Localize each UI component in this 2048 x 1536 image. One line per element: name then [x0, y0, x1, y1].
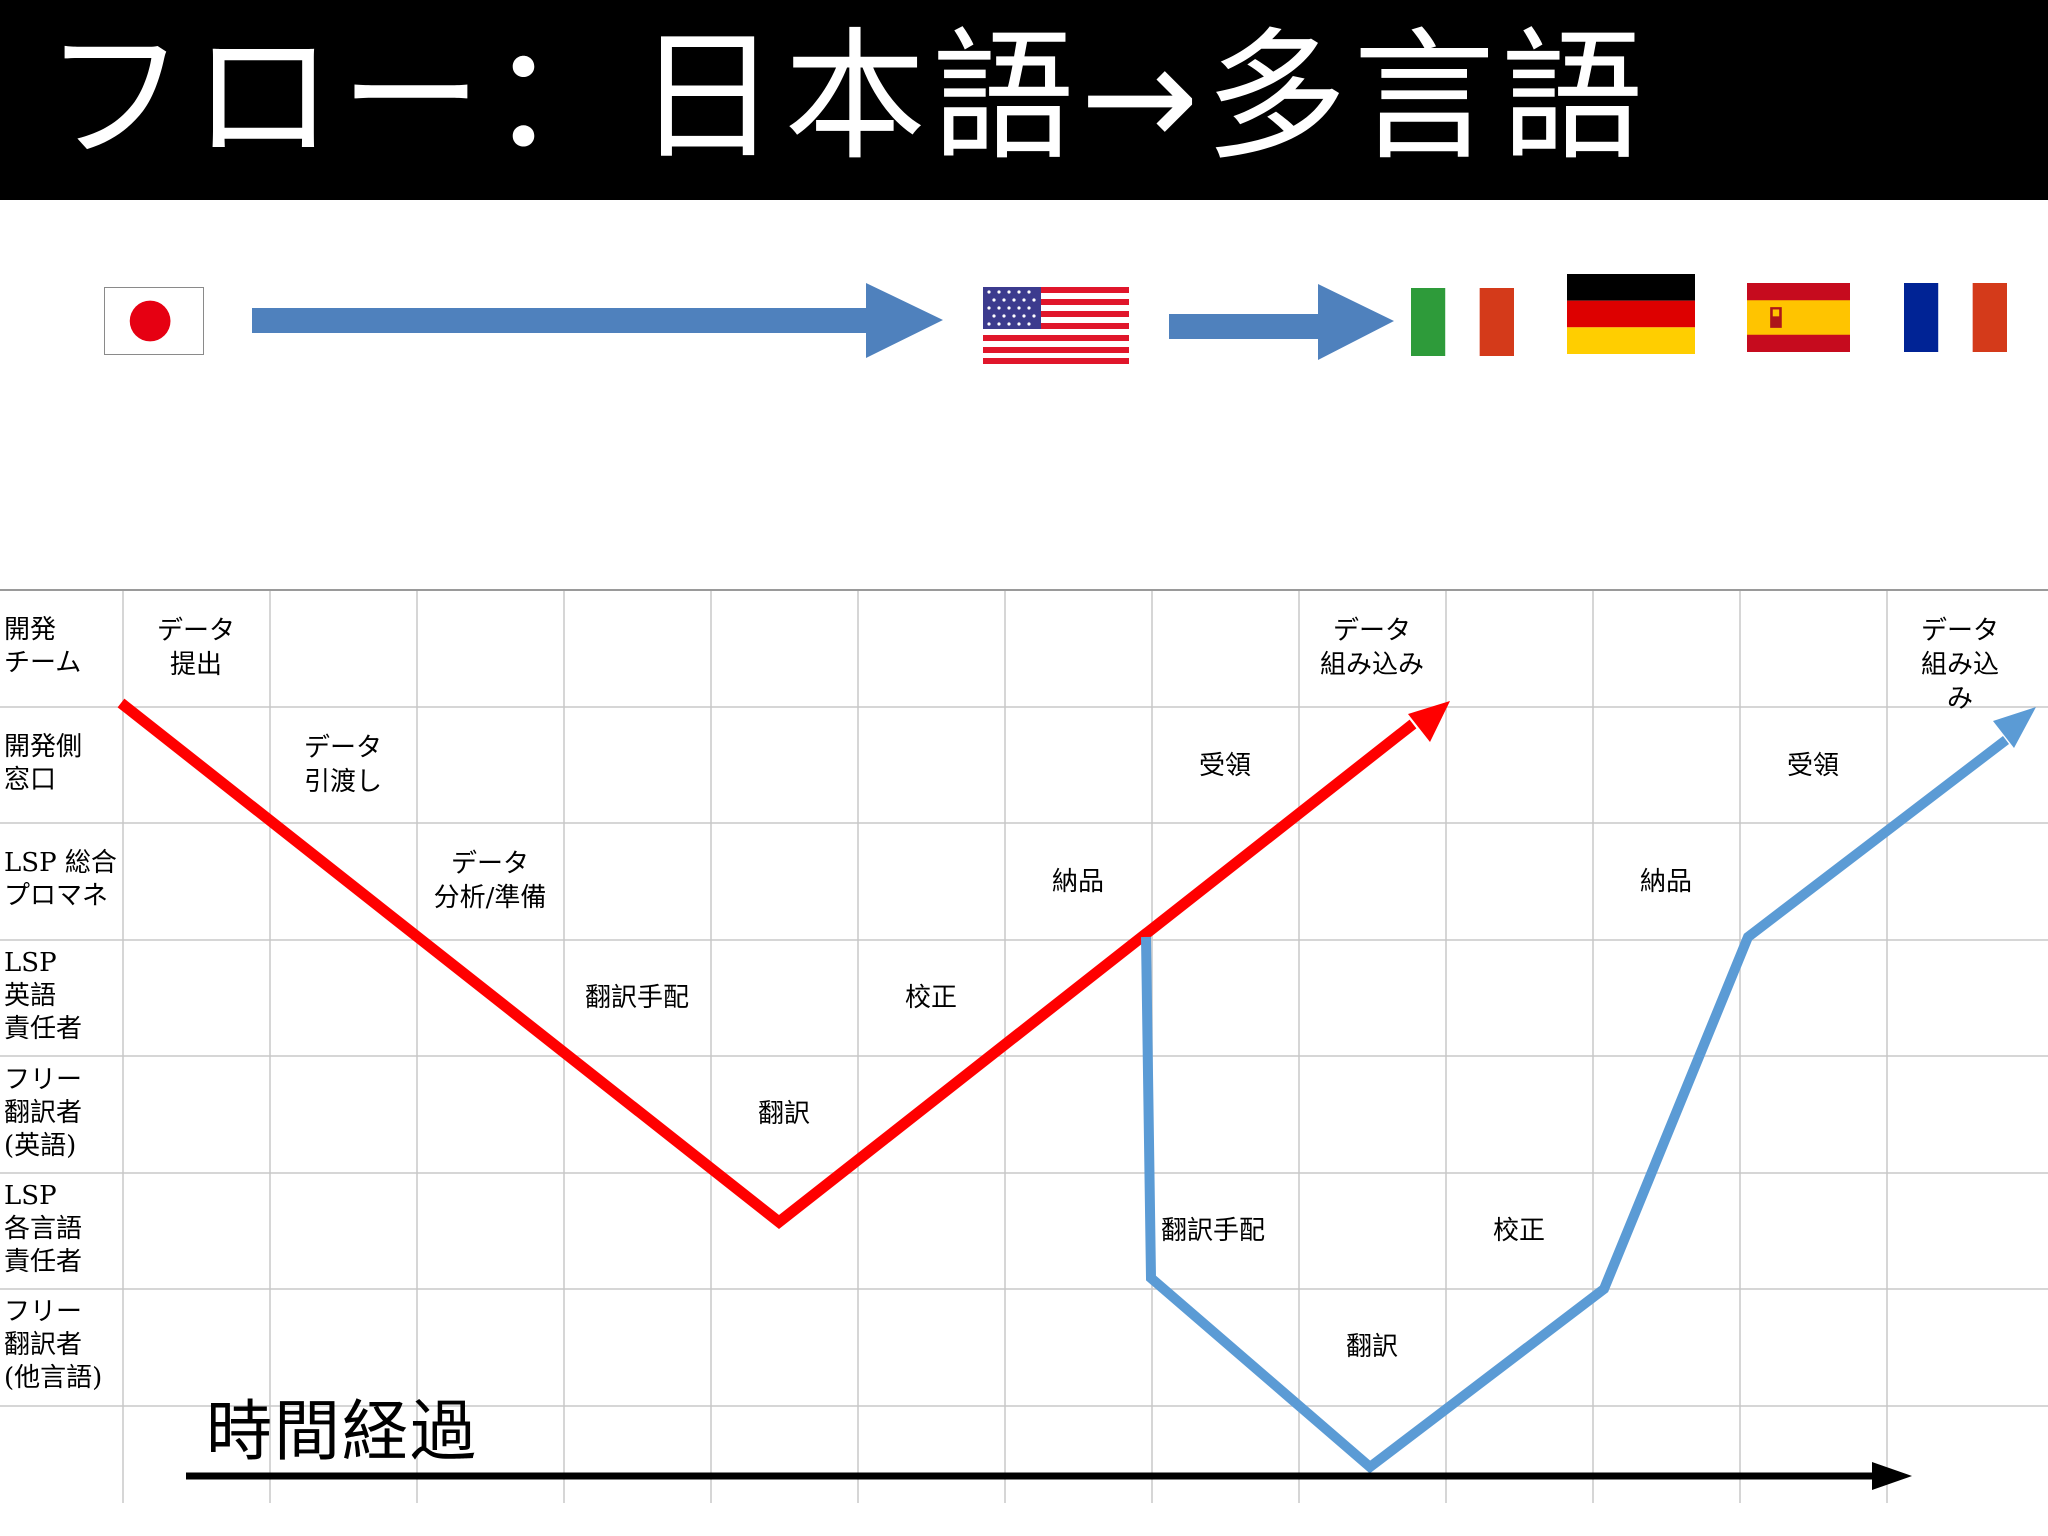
- row-label-dev-contact: 開発側 窓口: [4, 732, 83, 795]
- cell-translation-arrange-en: 翻訳手配: [584, 983, 690, 1013]
- flag-france-icon: [1904, 283, 2007, 352]
- process-grid: [0, 589, 2048, 1503]
- cell-proofread-en: 校正: [904, 983, 958, 1013]
- time-axis-label: 時間経過: [206, 1393, 478, 1470]
- cell-data-submit: データ 提出: [156, 616, 236, 680]
- cell-delivery-en: 納品: [1051, 867, 1105, 897]
- cell-translation-en: 翻訳: [757, 1099, 811, 1129]
- row-label-dev-team: 開発 チーム: [4, 615, 82, 678]
- arrow-english-to-languages-icon: [1169, 284, 1394, 360]
- flag-usa-icon: [983, 287, 1129, 364]
- cell-data-integration-multi: データ 組み込み: [1920, 616, 1999, 714]
- cell-proofread-multi: 校正: [1492, 1216, 1546, 1246]
- arrow-japan-to-english-icon: [252, 283, 943, 358]
- cell-delivery-multi: 納品: [1639, 867, 1693, 897]
- flag-japan-icon: [104, 287, 204, 355]
- row-label-lsp-language-lead: LSP 各言語 責任者: [4, 1181, 83, 1277]
- top-flow-arrows: [252, 283, 1394, 360]
- flag-germany-icon: [1567, 274, 1695, 354]
- cell-translation-multi: 翻訳: [1345, 1332, 1399, 1362]
- title-bar: フロー：日本語→多言語: [0, 0, 2048, 200]
- cell-data-integration-en: データ 組み込み: [1319, 616, 1425, 680]
- flag-spain-icon: [1747, 283, 1850, 352]
- row-label-lsp-english-lead: LSP 英語 責任者: [4, 948, 83, 1044]
- flag-italy-icon: [1411, 288, 1514, 356]
- row-label-freelance-english: フリー 翻訳者 (英語): [4, 1065, 83, 1161]
- cell-receipt-multi: 受領: [1786, 751, 1840, 781]
- cell-receipt-en: 受領: [1198, 751, 1252, 781]
- cell-data-analysis: データ 分析/準備: [433, 849, 547, 913]
- slide-title: フロー：日本語→多言語: [44, 15, 1649, 180]
- row-label-lsp-pm: LSP 総合 プロマネ: [4, 848, 117, 911]
- row-label-freelance-other: フリー 翻訳者 (他言語): [4, 1297, 103, 1393]
- cell-data-handover: データ 引渡し: [303, 733, 383, 797]
- cell-translation-arrange-multi: 翻訳手配: [1160, 1216, 1266, 1246]
